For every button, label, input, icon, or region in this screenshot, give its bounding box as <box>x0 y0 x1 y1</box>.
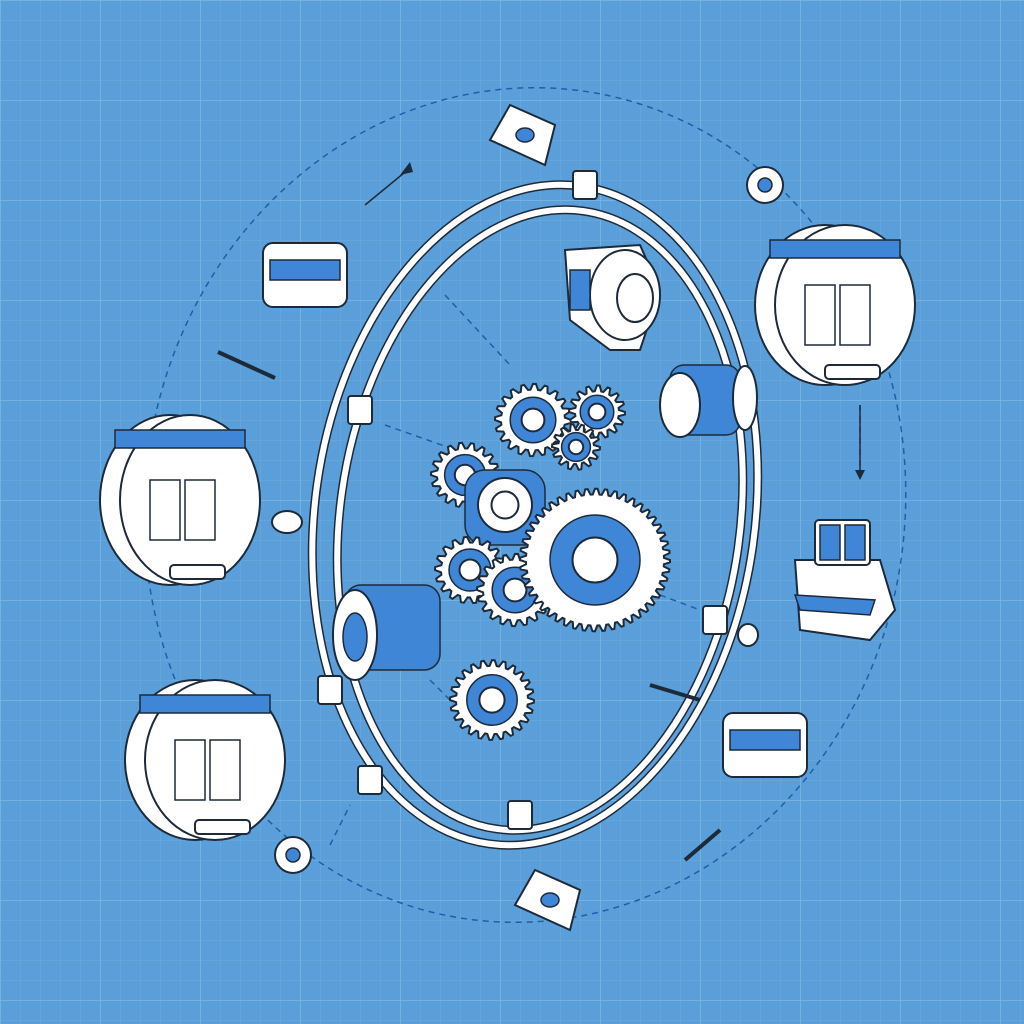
spur-gear <box>448 659 536 741</box>
seat-pad <box>262 242 348 308</box>
small-gear <box>274 836 312 874</box>
seat-pad <box>722 712 808 778</box>
bolt-pin <box>217 350 276 380</box>
gear-train <box>429 382 671 741</box>
bearing-disc <box>271 510 303 534</box>
gondola-cabin <box>99 414 261 586</box>
spur-gear <box>493 382 573 458</box>
bracket-mount <box>488 103 557 167</box>
direction-arrows <box>364 162 865 480</box>
drive-motor-upper <box>563 243 662 351</box>
gear-hub <box>464 469 546 546</box>
drive-motor-left <box>332 584 441 681</box>
bearing-disc <box>737 623 759 647</box>
gondola-cabin <box>754 224 916 386</box>
bolt-pin <box>683 828 722 862</box>
ring-clamp <box>357 765 383 795</box>
small-gear <box>746 166 784 204</box>
ring-clamp <box>317 675 343 705</box>
spur-gear <box>550 423 602 471</box>
open-seat-cabin <box>793 519 897 642</box>
bracket-mount <box>513 868 582 932</box>
drive-motor-right <box>659 364 758 438</box>
bolt-pin <box>649 683 701 702</box>
orbit-guide <box>143 86 907 924</box>
gondola-cabin <box>124 679 286 841</box>
ring-clamp <box>507 800 533 830</box>
ring-clamp <box>702 605 728 635</box>
spur-gear <box>519 487 671 633</box>
ring-clamp <box>347 395 373 425</box>
ring-clamp <box>572 170 598 200</box>
